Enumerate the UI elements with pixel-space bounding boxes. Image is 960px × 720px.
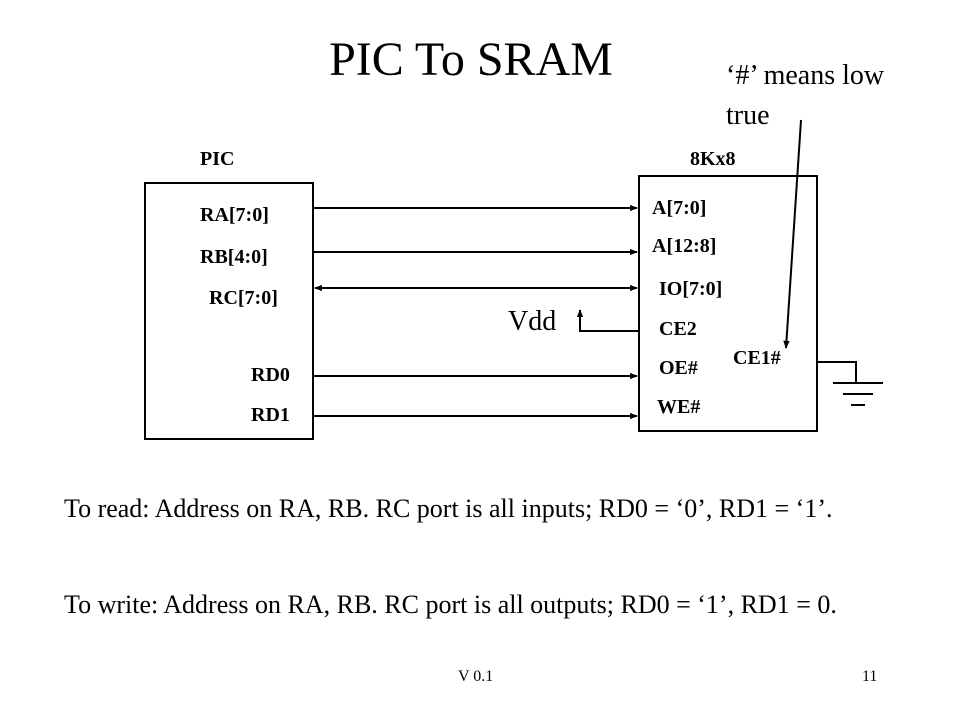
sram-pin-oe: OE#	[659, 357, 698, 379]
note-arrow	[783, 119, 802, 349]
sram-pin-io: IO[7:0]	[659, 278, 723, 300]
pic-label: PIC	[200, 148, 235, 170]
pic-pin-rc: RC[7:0]	[209, 287, 278, 309]
sram-block	[638, 175, 818, 432]
pic-block	[144, 182, 314, 440]
sram-pin-we: WE#	[657, 396, 701, 418]
write-description: To write: Address on RA, RB. RC port is …	[64, 590, 837, 619]
note-line-2: true	[726, 100, 770, 131]
note-line-1: ‘#’ means low	[726, 60, 885, 91]
sram-label: 8Kx8	[690, 148, 736, 170]
page-title: PIC To SRAM	[329, 33, 613, 86]
sram-pin-a70: A[7:0]	[652, 197, 707, 219]
vdd-label: Vdd	[508, 306, 557, 337]
footer-version: V 0.1	[458, 668, 494, 685]
wire-vdd	[576, 309, 639, 332]
footer-page-number: 11	[862, 668, 878, 685]
pic-pin-rb: RB[4:0]	[200, 246, 268, 268]
pic-pin-ra: RA[7:0]	[200, 204, 269, 226]
sram-pin-a128: A[12:8]	[652, 235, 717, 257]
sram-pin-ce1: CE1#	[733, 347, 781, 369]
read-description: To read: Address on RA, RB. RC port is a…	[64, 494, 833, 523]
sram-pin-ce2: CE2	[659, 318, 697, 340]
pic-pin-rd0: RD0	[251, 364, 290, 386]
pic-pin-rd1: RD1	[251, 404, 290, 426]
